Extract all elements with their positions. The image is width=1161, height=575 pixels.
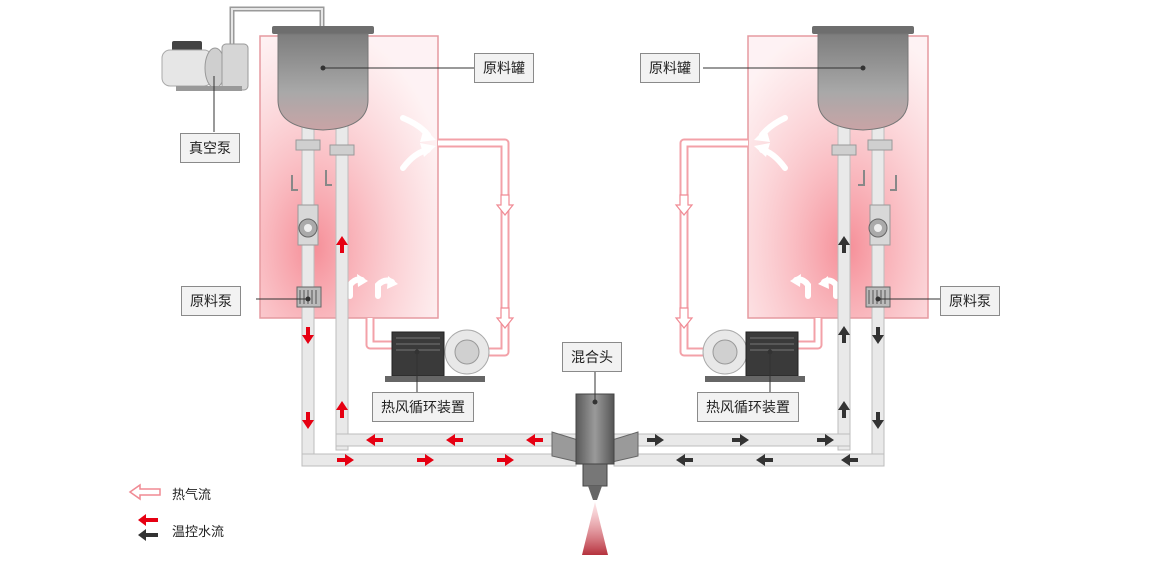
flow-arrow — [838, 236, 850, 253]
label-hot-air-right: 热风循环装置 — [697, 392, 799, 422]
spray-plume — [582, 502, 608, 555]
flow-arrow — [336, 401, 348, 418]
label-vacuum-pump: 真空泵 — [180, 133, 240, 163]
flow-arrow — [366, 434, 383, 446]
temp-water-flow-arrows — [302, 236, 884, 466]
tank-right-icon — [812, 26, 914, 131]
flow-arrow — [838, 326, 850, 343]
flow-arrow — [872, 412, 884, 429]
flow-arrow — [336, 236, 348, 253]
flow-arrow — [872, 327, 884, 344]
flow-arrow — [302, 327, 314, 344]
flow-arrow — [446, 434, 463, 446]
vacuum-pump-icon — [161, 41, 249, 91]
label-material-pump-left: 原料泵 — [181, 286, 241, 316]
label-tank-right: 原料罐 — [640, 53, 700, 83]
hot-air-device-left-icon — [385, 329, 490, 382]
legend-hot-air-label: 热气流 — [172, 488, 212, 503]
flow-arrow — [497, 454, 514, 466]
flow-arrow — [732, 434, 749, 446]
legend-hot-air-icon — [128, 483, 161, 501]
hot-air-device-right-icon — [702, 329, 805, 382]
label-hot-air-left: 热风循环装置 — [372, 392, 474, 422]
flow-arrow — [647, 434, 664, 446]
duct-flow-arrows — [495, 194, 694, 329]
legend-temp-water-icon — [138, 514, 158, 541]
flow-arrow — [337, 454, 354, 466]
tank-left-icon — [272, 26, 374, 131]
flow-arrow — [817, 434, 834, 446]
mixing-head-icon — [551, 393, 639, 500]
valves — [291, 139, 897, 246]
label-tank-left: 原料罐 — [474, 53, 534, 83]
leader-lines — [213, 67, 940, 402]
flow-arrow — [841, 454, 858, 466]
flow-arrow — [417, 454, 434, 466]
label-mixing-head: 混合头 — [562, 342, 622, 372]
flow-arrow — [302, 412, 314, 429]
flow-arrow — [756, 454, 773, 466]
label-material-pump-right: 原料泵 — [940, 286, 1000, 316]
legend-temp-water-label: 温控水流 — [172, 525, 225, 540]
flow-arrow — [676, 454, 693, 466]
flow-arrow — [526, 434, 543, 446]
flow-arrow — [838, 401, 850, 418]
